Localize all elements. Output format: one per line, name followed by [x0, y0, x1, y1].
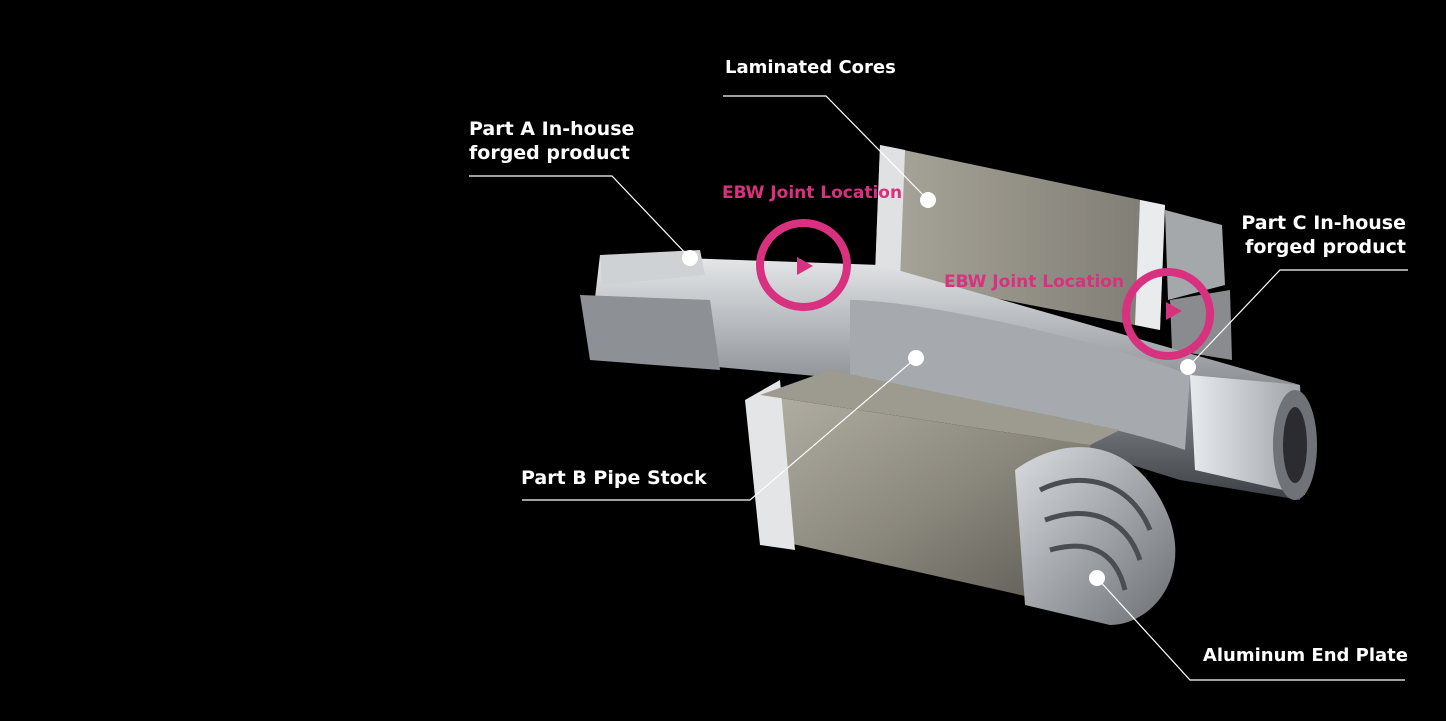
marker-dot-part-c [1180, 359, 1196, 375]
label-part-a: Part A In-house forged product [469, 117, 634, 165]
right-spline-end [1190, 375, 1317, 500]
lower-aluminum-end-plate [1015, 447, 1176, 625]
label-part-c-line2: forged product [1245, 236, 1406, 258]
play-icon [797, 257, 813, 275]
label-part-c-line1: Part C In-house [1241, 212, 1406, 234]
label-ebw-joint-left: EBW Joint Location [722, 183, 903, 203]
label-part-c: Part C In-house forged product [1241, 211, 1406, 259]
label-laminated-cores: Laminated Cores [725, 57, 896, 78]
label-aluminum-end-plate: Aluminum End Plate [1202, 645, 1408, 666]
marker-dot-part-a [682, 250, 698, 266]
label-part-a-line1: Part A In-house [469, 118, 635, 140]
play-icon [1166, 302, 1182, 320]
label-ebw-joint-right: EBW Joint Location [944, 272, 1125, 292]
marker-dot-laminated-cores [920, 192, 936, 208]
leader-lines [469, 95, 1408, 681]
rotor-shaft [580, 250, 1300, 500]
label-part-a-line2: forged product [469, 142, 630, 164]
ebw-joint-ring-right [1122, 268, 1214, 360]
marker-dot-aluminum-end-plate [1089, 570, 1105, 586]
marker-dot-part-b [908, 350, 924, 366]
ebw-joint-ring-left [756, 219, 851, 311]
label-part-b: Part B Pipe Stock [521, 467, 707, 489]
